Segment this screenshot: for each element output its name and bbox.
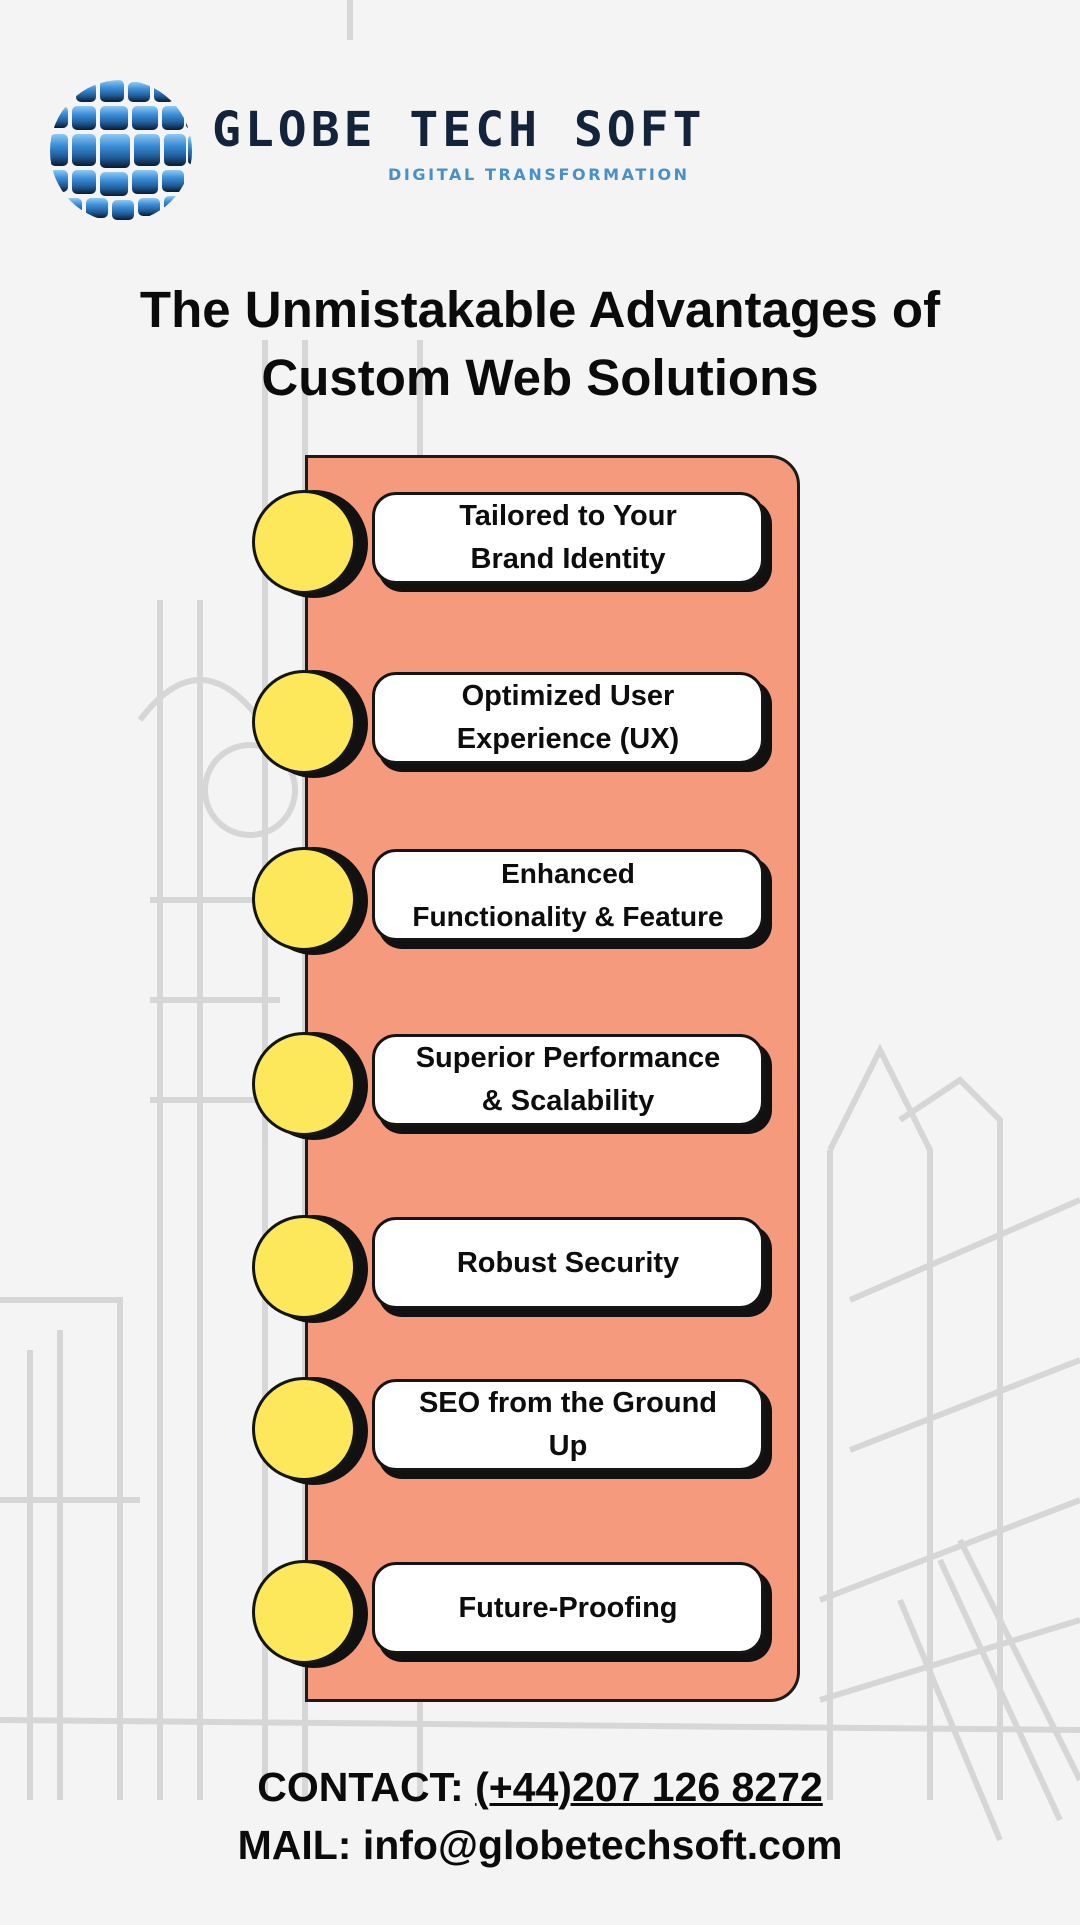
page-title: The Unmistakable Advantages of Custom We…: [0, 276, 1080, 412]
brand-name: GLOBE TECH SOFT: [212, 102, 706, 158]
advantage-item: SEO from the Ground Up: [0, 1377, 1080, 1487]
advantage-card: SEO from the Ground Up: [372, 1379, 764, 1471]
globe-icon: [50, 80, 192, 220]
mail-line: MAIL: info@globetechsoft.com: [0, 1816, 1080, 1874]
title-line-1: The Unmistakable Advantages of: [139, 281, 941, 338]
contact-block: CONTACT: (+44)207 126 8272 MAIL: info@gl…: [0, 1758, 1080, 1874]
advantage-card: Superior Performance & Scalability: [372, 1034, 764, 1126]
title-line-2: Custom Web Solutions: [261, 349, 819, 406]
advantage-card: Enhanced Functionality & Feature: [372, 849, 764, 941]
bullet-circle-icon: [252, 847, 356, 951]
bullet-circle-icon: [252, 490, 356, 594]
bullet-circle-icon: [252, 1560, 356, 1664]
email-address[interactable]: info@globetechsoft.com: [362, 1822, 843, 1868]
bullet-circle-icon: [252, 670, 356, 774]
advantage-card: Tailored to Your Brand Identity: [372, 492, 764, 584]
advantage-item: Future-Proofing: [0, 1560, 1080, 1670]
advantage-item: Robust Security: [0, 1215, 1080, 1325]
phone-label: CONTACT:: [257, 1764, 476, 1810]
advantage-card: Robust Security: [372, 1217, 764, 1309]
phone-link[interactable]: (+44)207 126 8272: [475, 1764, 823, 1810]
mail-label: MAIL:: [237, 1822, 363, 1868]
advantage-item: Optimized User Experience (UX): [0, 670, 1080, 780]
brand-tagline: DIGITAL TRANSFORMATION: [388, 165, 690, 184]
advantage-card: Optimized User Experience (UX): [372, 672, 764, 764]
phone-line: CONTACT: (+44)207 126 8272: [0, 1758, 1080, 1816]
advantage-item: Tailored to Your Brand Identity: [0, 490, 1080, 600]
bullet-circle-icon: [252, 1215, 356, 1319]
advantage-item: Superior Performance & Scalability: [0, 1032, 1080, 1142]
globe-logo: [48, 78, 194, 224]
bullet-circle-icon: [252, 1032, 356, 1136]
advantage-item: Enhanced Functionality & Feature: [0, 847, 1080, 957]
advantage-card: Future-Proofing: [372, 1562, 764, 1654]
bullet-circle-icon: [252, 1377, 356, 1481]
